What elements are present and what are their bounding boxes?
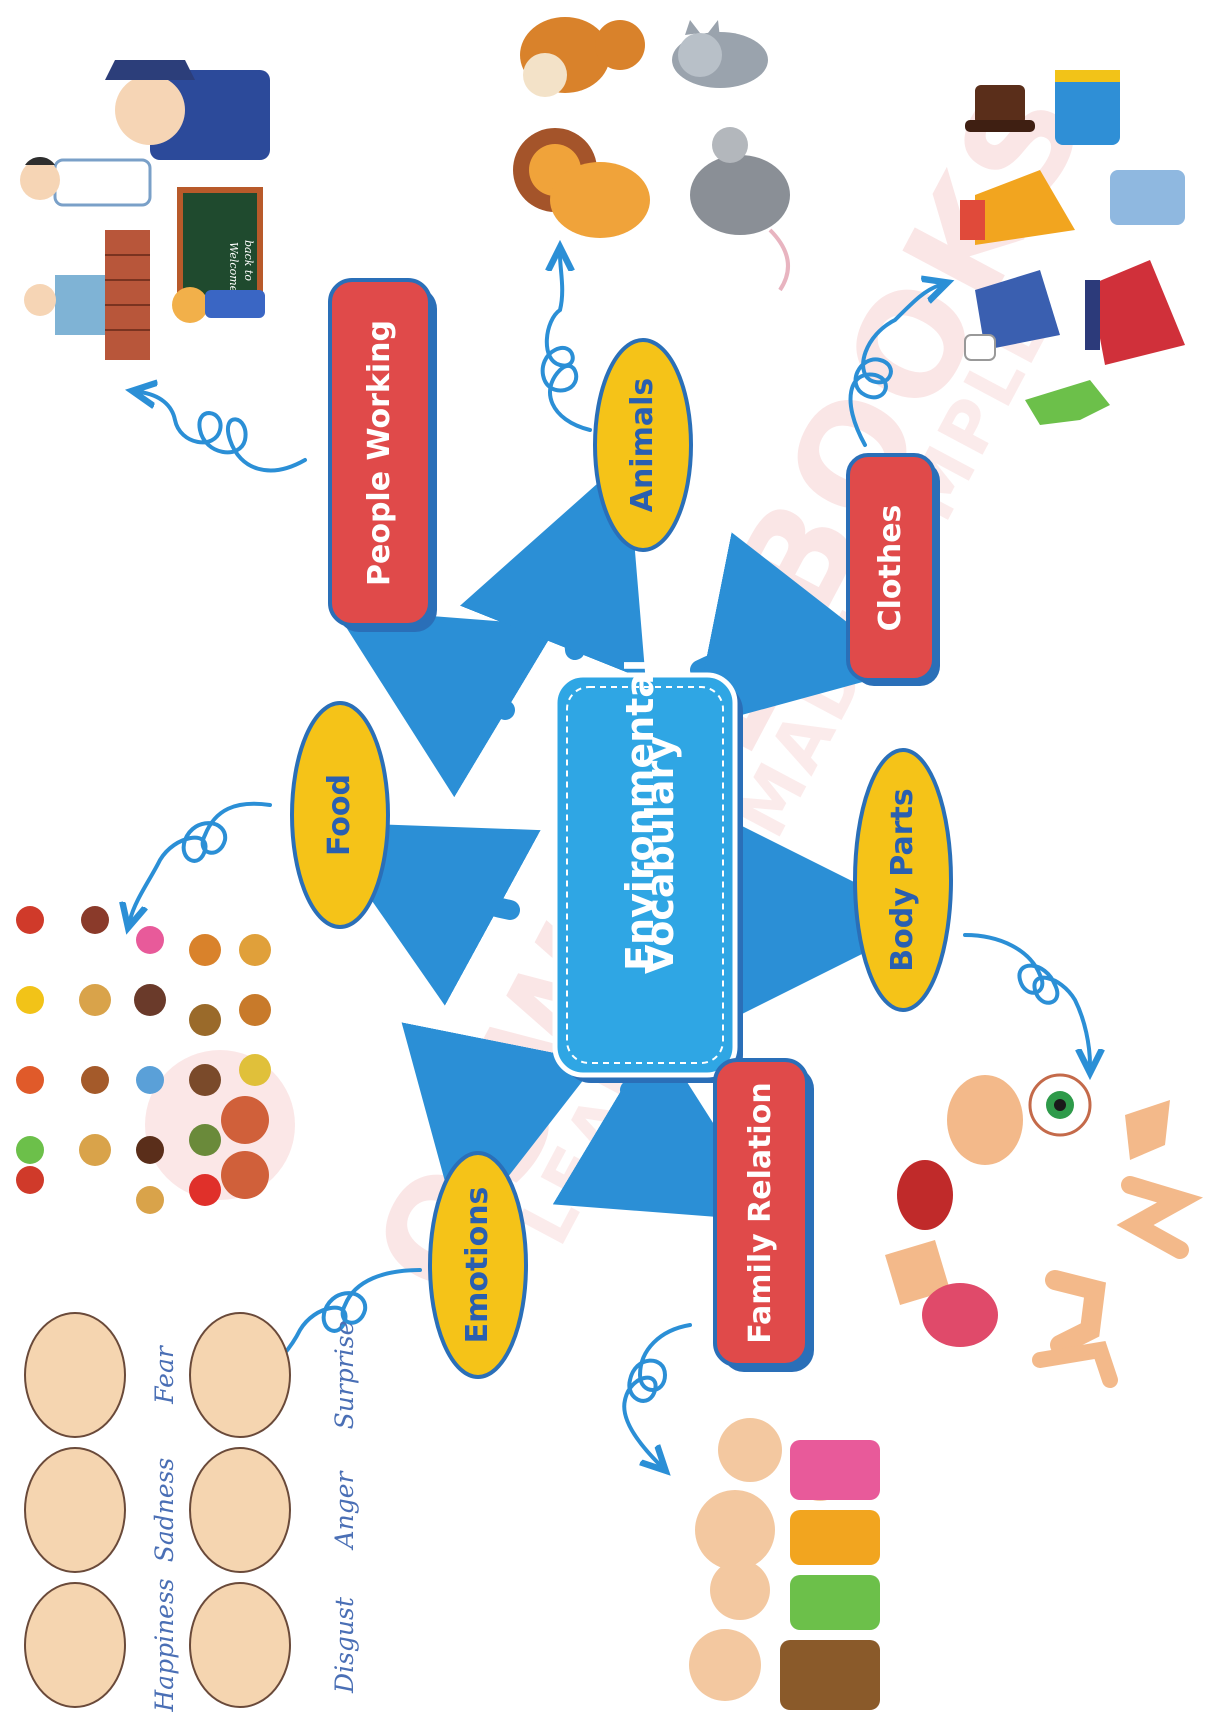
node-food: Food: [322, 774, 357, 856]
family-illustration: [689, 1418, 880, 1710]
curl-clothes: [848, 285, 940, 447]
arrow-to-clothes: [690, 532, 909, 729]
node-animals-shape: [593, 338, 693, 552]
foot-picture: [1045, 1270, 1107, 1355]
caption-happiness: Happiness: [150, 1578, 179, 1712]
clothes-illustration: [960, 70, 1185, 425]
doctor-picture: [20, 156, 152, 207]
mason-picture: [24, 230, 150, 360]
node-clothes: Clothes: [873, 504, 908, 632]
node-people-working-shape: [328, 278, 437, 632]
face-anger-picture: [189, 1447, 291, 1573]
center-arrows: [317, 457, 930, 1239]
center-node-subtitle: Vocabulary: [638, 735, 682, 975]
people-working-illustration: Welcome back to School: [20, 60, 273, 360]
teeth-mouth-picture: [897, 1160, 953, 1230]
mother-picture: [718, 1418, 782, 1482]
hat-picture: [965, 85, 1035, 132]
mouse-picture: [690, 127, 790, 292]
shirt-picture: [1110, 170, 1185, 225]
node-emotions: Emotions: [460, 1186, 495, 1344]
dog-picture: [520, 17, 645, 97]
shoe-picture: [964, 270, 1060, 361]
food-items: [16, 906, 271, 1214]
node-body-parts: Body Parts: [885, 788, 920, 972]
emotion-faces: [24, 1312, 291, 1708]
teacher-blackboard-picture: Welcome back to School: [172, 187, 273, 323]
curl-body-parts: [963, 933, 1090, 1065]
grandmother-picture: [695, 1490, 775, 1570]
nose-picture: [885, 1240, 950, 1305]
skirt-picture: [1085, 260, 1185, 365]
sock-picture: [1025, 380, 1110, 425]
caption-disgust: Disgust: [330, 1597, 359, 1693]
curl-people-working: [140, 392, 307, 473]
face-surprise-picture: [189, 1312, 291, 1438]
arrow-to-people-working: [334, 608, 558, 798]
face-fear-picture: [24, 1312, 126, 1438]
grandfather-picture: [689, 1629, 761, 1701]
caption-surprise: Surprise: [330, 1320, 359, 1430]
face-happiness-picture: [24, 1582, 126, 1708]
arrow-to-emotions: [401, 1022, 598, 1239]
face-disgust-picture: [189, 1582, 291, 1708]
curly-connectors: [130, 255, 1090, 1465]
cat-picture: [672, 20, 768, 88]
tongue-picture: [922, 1283, 998, 1347]
boy-picture: [710, 1560, 770, 1620]
node-emotions-shape: [428, 1151, 528, 1379]
ear-picture: [947, 1075, 1023, 1165]
node-food-shape: [290, 701, 390, 929]
blackboard-text-2: back to: [242, 240, 255, 281]
node-family-relation-shape: [713, 1058, 814, 1372]
food-illustration: [16, 906, 271, 1214]
police-officer-picture: [105, 60, 270, 160]
curl-emotions: [260, 1268, 422, 1375]
node-people-working: People Working: [362, 320, 397, 586]
body-parts-illustration: [885, 1073, 1204, 1388]
animals-illustration: [513, 17, 790, 292]
arrow-to-food: [317, 822, 541, 1006]
blackboard-text-3: School: [260, 238, 273, 276]
caption-fear: Fear: [150, 1346, 179, 1404]
jacket-picture: [1055, 70, 1120, 145]
caption-sadness: Sadness: [150, 1457, 179, 1563]
legs-picture: [1116, 1176, 1204, 1259]
dress-picture: [960, 170, 1075, 245]
node-animals: Animals: [625, 377, 660, 513]
center-node: [552, 672, 743, 1083]
arrow-to-animals: [460, 457, 646, 680]
face-sadness-picture: [24, 1447, 126, 1573]
finger-picture: [1032, 1340, 1118, 1388]
arrow-to-family-relation: [552, 1032, 776, 1222]
curl-animals: [540, 255, 592, 432]
blackboard-text-1: Welcome: [227, 242, 240, 293]
node-body-parts-shape: [853, 748, 953, 1012]
node-family-relation: Family Relation: [743, 1082, 778, 1344]
curl-food: [130, 801, 272, 920]
curl-family-relation: [622, 1323, 692, 1465]
caption-anger: Anger: [330, 1471, 359, 1549]
lion-picture: [513, 128, 650, 238]
node-clothes-shape: [846, 453, 940, 686]
hand-picture: [1125, 1100, 1170, 1160]
